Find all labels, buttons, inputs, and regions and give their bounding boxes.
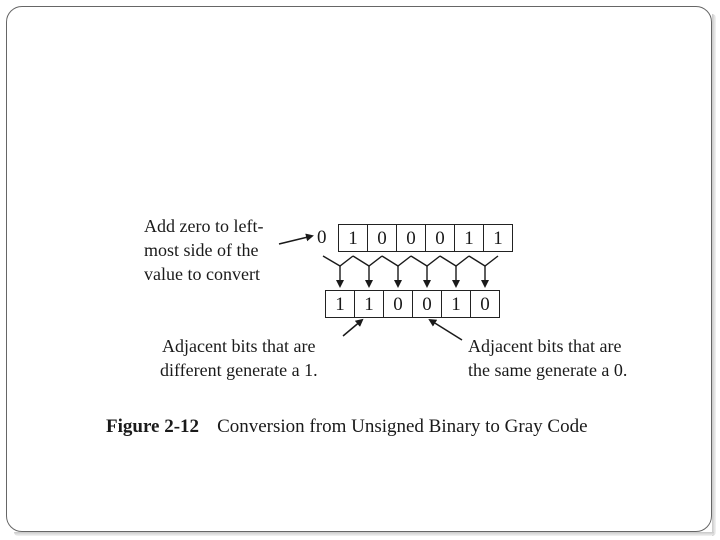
- output-bit: 0: [412, 290, 442, 318]
- annotation-left-line-3: value to convert: [144, 264, 260, 284]
- slide-shadow-bottom: [14, 532, 714, 536]
- output-bit: 1: [441, 290, 471, 318]
- input-bit: 1: [483, 224, 513, 252]
- figure-caption: Figure 2-12 Conversion from Unsigned Bina…: [106, 414, 588, 440]
- annotation-different-line-2: different generate a 1.: [160, 360, 318, 380]
- slide-shadow-right: [712, 14, 716, 536]
- output-bit: 0: [470, 290, 500, 318]
- annotation-left-line-1: Add zero to left-: [144, 216, 264, 236]
- input-bit: 0: [425, 224, 455, 252]
- figure-label: Figure 2-12: [106, 416, 200, 437]
- input-bit: 0: [367, 224, 397, 252]
- annotation-different-line-1: Adjacent bits that are: [162, 336, 316, 356]
- annotation-left-line-2: most side of the: [144, 240, 259, 260]
- annotation-same-line-1: Adjacent bits that are: [468, 336, 622, 356]
- input-bit: 0: [396, 224, 426, 252]
- input-bit: 1: [338, 224, 368, 252]
- input-bit: 1: [454, 224, 484, 252]
- padding-zero-bit: 0: [317, 227, 327, 248]
- output-bit: 1: [354, 290, 384, 318]
- output-bit: 0: [383, 290, 413, 318]
- figure-title: Conversion from Unsigned Binary to Gray …: [217, 416, 588, 437]
- slide-frame: [6, 6, 712, 532]
- output-bit: 1: [325, 290, 355, 318]
- annotation-same-line-2: the same generate a 0.: [468, 360, 628, 380]
